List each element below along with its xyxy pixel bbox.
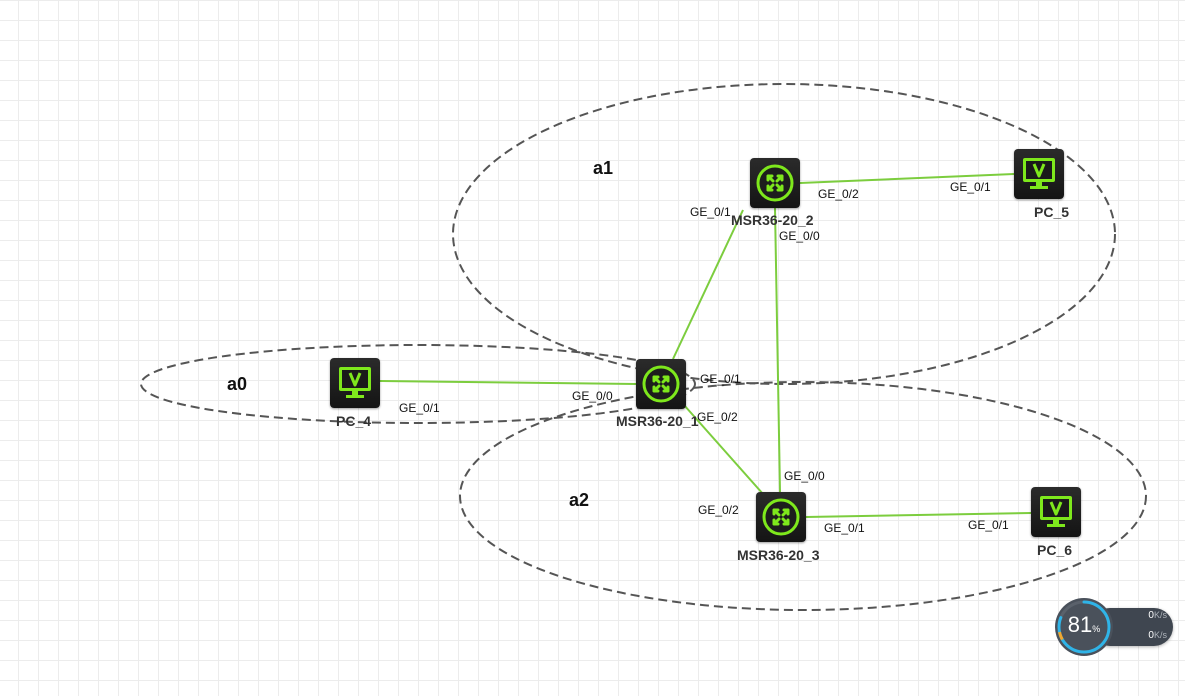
area-a0-boundary[interactable] xyxy=(140,344,696,424)
usage-gauge-accent xyxy=(1057,600,1111,654)
download-unit: K/s xyxy=(1153,630,1167,640)
device-label-pc6: PC_6 xyxy=(1037,542,1072,558)
port-label-msr2-ge00: GE_0/0 xyxy=(779,229,820,243)
port-label-pc6-ge01: GE_0/1 xyxy=(968,518,1009,532)
device-msr36-20-1[interactable] xyxy=(636,359,686,409)
router-icon xyxy=(762,498,800,536)
device-msr36-20-3[interactable] xyxy=(756,492,806,542)
link-msr3-pc6[interactable] xyxy=(805,512,1032,518)
device-pc-6[interactable] xyxy=(1031,487,1081,537)
port-label-msr2-ge02: GE_0/2 xyxy=(818,187,859,201)
usage-readout: 81% xyxy=(1055,612,1113,638)
upload-unit: K/s xyxy=(1153,610,1167,620)
usage-unit: % xyxy=(1092,624,1101,634)
pc-monitor-icon xyxy=(1040,496,1072,527)
port-label-msr3-ge01: GE_0/1 xyxy=(824,521,865,535)
download-value: 0 xyxy=(1148,630,1154,641)
pc-monitor-icon xyxy=(339,367,371,398)
port-label-msr1-ge02: GE_0/2 xyxy=(697,410,738,424)
router-icon xyxy=(756,164,794,202)
port-label-msr1-ge00: GE_0/0 xyxy=(572,389,613,403)
link-msr2-pc5[interactable] xyxy=(799,173,1015,184)
link-msr1-msr2[interactable] xyxy=(672,209,744,360)
area-a2-label: a2 xyxy=(569,490,589,510)
link-pc4-msr1[interactable] xyxy=(379,380,637,385)
device-label-msr1: MSR36-20_1 xyxy=(616,413,699,429)
upload-value: 0 xyxy=(1148,610,1154,621)
device-pc-4[interactable] xyxy=(330,358,380,408)
port-label-msr3-ge00: GE_0/0 xyxy=(784,469,825,483)
port-label-pc5-ge01: GE_0/1 xyxy=(950,180,991,194)
area-a0-label: a0 xyxy=(227,374,247,394)
link-msr2-msr3[interactable] xyxy=(774,207,781,493)
device-label-msr3: MSR36-20_3 xyxy=(737,547,820,563)
device-pc-5[interactable] xyxy=(1014,149,1064,199)
usage-value: 81 xyxy=(1067,612,1093,637)
device-label-msr2: MSR36-20_2 xyxy=(731,212,814,228)
device-msr36-20-2[interactable] xyxy=(750,158,800,208)
link-msr1-msr3[interactable] xyxy=(683,404,764,495)
pc-monitor-icon xyxy=(1023,158,1055,189)
port-label-msr1-ge01: GE_0/1 xyxy=(700,372,741,386)
area-a2-boundary[interactable] xyxy=(459,381,1147,611)
network-monitor-widget[interactable]: ↑ 0K/s ↓ 0K/s 81% xyxy=(1055,598,1173,656)
port-label-msr2-ge01: GE_0/1 xyxy=(690,205,731,219)
port-label-msr3-ge02: GE_0/2 xyxy=(698,503,739,517)
device-label-pc5: PC_5 xyxy=(1034,204,1069,220)
router-icon xyxy=(642,365,680,403)
area-a1-boundary[interactable] xyxy=(452,83,1116,385)
usage-gauge-ring xyxy=(1057,600,1111,654)
device-label-pc4: PC_4 xyxy=(336,413,371,429)
area-a1-label: a1 xyxy=(593,158,613,178)
usage-gauge[interactable]: 81% xyxy=(1055,598,1113,656)
port-label-pc4-ge01: GE_0/1 xyxy=(399,401,440,415)
